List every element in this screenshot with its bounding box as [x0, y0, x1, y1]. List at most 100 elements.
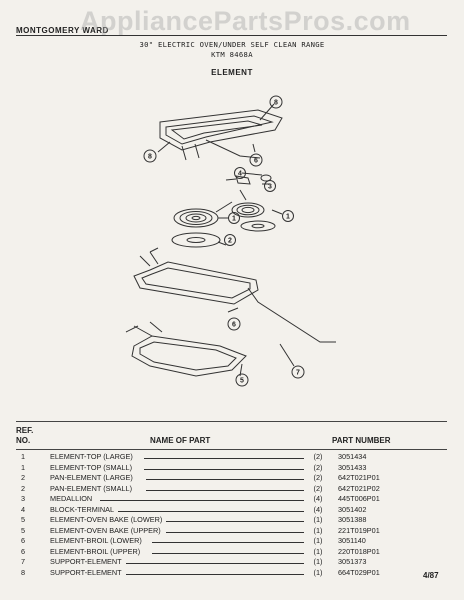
part-name: ELEMENT-TOP (SMALL) [50, 462, 133, 472]
table-row: 6 ELEMENT-BROIL (UPPER) (1) 220T018P01 [16, 547, 447, 558]
callout-2: 2 [224, 234, 236, 246]
table-row: 6 ELEMENT-BROIL (LOWER) (1) 3051140 [16, 536, 447, 547]
leader-line [146, 479, 304, 480]
part-number: 3051402 [338, 504, 367, 514]
callout-4: 4 [234, 167, 246, 179]
brand-name: MONTGOMERY WARD [16, 26, 109, 35]
leader-1-right [271, 209, 283, 215]
ref-number: 4 [20, 504, 26, 514]
callout-label: 6 [254, 158, 258, 165]
callout-3: 3 [264, 180, 276, 192]
ref-header-line2: NO. [16, 436, 31, 445]
ref-number: 5 [20, 515, 26, 524]
bake-element-drawing [133, 247, 336, 343]
leader-6-upper [252, 143, 256, 153]
table-top-rule [16, 421, 447, 422]
quantity: (1) [313, 546, 323, 556]
callout-label: 1 [232, 216, 236, 223]
leader-line [146, 489, 304, 491]
part-name: MEDALLION [50, 494, 93, 503]
callout-label: 1 [286, 214, 290, 221]
part-number: 3051388 [338, 515, 367, 524]
quantity: (4) [313, 494, 323, 503]
part-name: SUPPORT-ELEMENT [50, 557, 122, 566]
terminal-block-drawing [225, 172, 263, 185]
callout-5: 5 [235, 373, 249, 387]
ref-number: 1 [20, 462, 26, 472]
part-number: 642T021P02 [338, 483, 380, 493]
leader-line [126, 563, 304, 564]
callout-label: 8 [148, 154, 152, 161]
leader-line [144, 468, 304, 470]
ref-number: 3 [20, 494, 26, 503]
ref-number: 1 [20, 452, 26, 461]
ref-number: 7 [20, 557, 26, 566]
callout-label: 5 [240, 378, 244, 385]
leader-line [126, 573, 304, 575]
callout-label: 3 [268, 184, 272, 191]
leader-line [100, 500, 304, 501]
part-number: 642T021P01 [338, 473, 380, 482]
callout-8-left: 8 [143, 149, 157, 163]
surface-element-large-drawing [173, 201, 233, 228]
callout-8-top: 8 [269, 95, 283, 109]
leader-2 [217, 241, 227, 246]
page-code: 4/87 [423, 571, 439, 580]
part-number: 221T019P01 [338, 525, 380, 535]
leader-line [144, 458, 304, 459]
table-row: 5 ELEMENT-OVEN BAKE (LOWER) (1) 3051388 [16, 515, 447, 526]
table-header-rule [16, 449, 447, 450]
callout-label: 8 [274, 100, 278, 107]
callout-6-lower: 6 [227, 317, 241, 331]
quantity: (1) [313, 525, 323, 535]
ref-number: 8 [20, 567, 26, 577]
part-number: 664T029P01 [338, 567, 380, 577]
quantity: (2) [313, 452, 323, 461]
drip-pan-large-drawing [171, 232, 221, 248]
callout-label: 2 [228, 238, 232, 245]
leader-8-left [157, 141, 171, 153]
ref-number: 2 [20, 473, 26, 482]
table-row: 5 ELEMENT-OVEN BAKE (UPPER) (1) 221T019P… [16, 526, 447, 537]
ref-header-line1: REF. [16, 426, 34, 435]
callout-label: 7 [296, 370, 300, 377]
model-number: KTM 8468A [211, 50, 253, 59]
part-number-header: PART NUMBER [332, 436, 391, 445]
table-row: 2 PAN-ELEMENT (SMALL) (2) 642T021P02 [16, 484, 447, 495]
ref-number: 5 [20, 525, 26, 535]
leader-line [118, 510, 304, 512]
part-number: 3051140 [338, 536, 366, 545]
callout-label: 6 [232, 322, 236, 329]
table-row: 4 BLOCK-TERMINAL (4) 3051402 [16, 505, 447, 516]
name-header: NAME OF PART [150, 436, 211, 445]
broil-element-upper-drawing [159, 109, 283, 161]
leader-7 [279, 343, 295, 367]
part-name: PAN-ELEMENT (SMALL) [50, 483, 133, 493]
medallion-drawing [260, 174, 272, 185]
ref-number: 6 [20, 536, 26, 545]
part-number: 3051433 [338, 462, 367, 472]
parts-table: 1 ELEMENT-TOP (LARGE) (2) 3051434 1 ELEM… [16, 452, 447, 578]
callout-label: 4 [238, 171, 242, 178]
ref-number: 2 [20, 483, 26, 493]
quantity: (2) [313, 462, 323, 472]
header-rule [16, 35, 447, 36]
part-name: PAN-ELEMENT (LARGE) [50, 473, 133, 482]
callout-1-right: 1 [282, 210, 294, 222]
part-name: SUPPORT-ELEMENT [50, 567, 122, 577]
quantity: (1) [313, 567, 323, 577]
table-row: 3 MEDALLION (4) 445T006P01 [16, 494, 447, 505]
callout-7: 7 [291, 365, 305, 379]
watermark: AppliancePartsPros.com [80, 6, 411, 36]
drip-pan-small-drawing [240, 220, 276, 232]
broil-element-lower-drawing [125, 321, 247, 377]
quantity: (4) [313, 504, 323, 514]
part-number: 220T018P01 [338, 546, 380, 556]
quantity: (1) [313, 536, 323, 545]
leader-6 [227, 307, 239, 313]
quantity: (2) [313, 473, 323, 482]
model-description: 30" ELECTRIC OVEN/UNDER SELF CLEAN RANGE [139, 40, 325, 49]
part-number: 3051373 [338, 557, 367, 566]
table-row: 1 ELEMENT-TOP (SMALL) (2) 3051433 [16, 463, 447, 474]
